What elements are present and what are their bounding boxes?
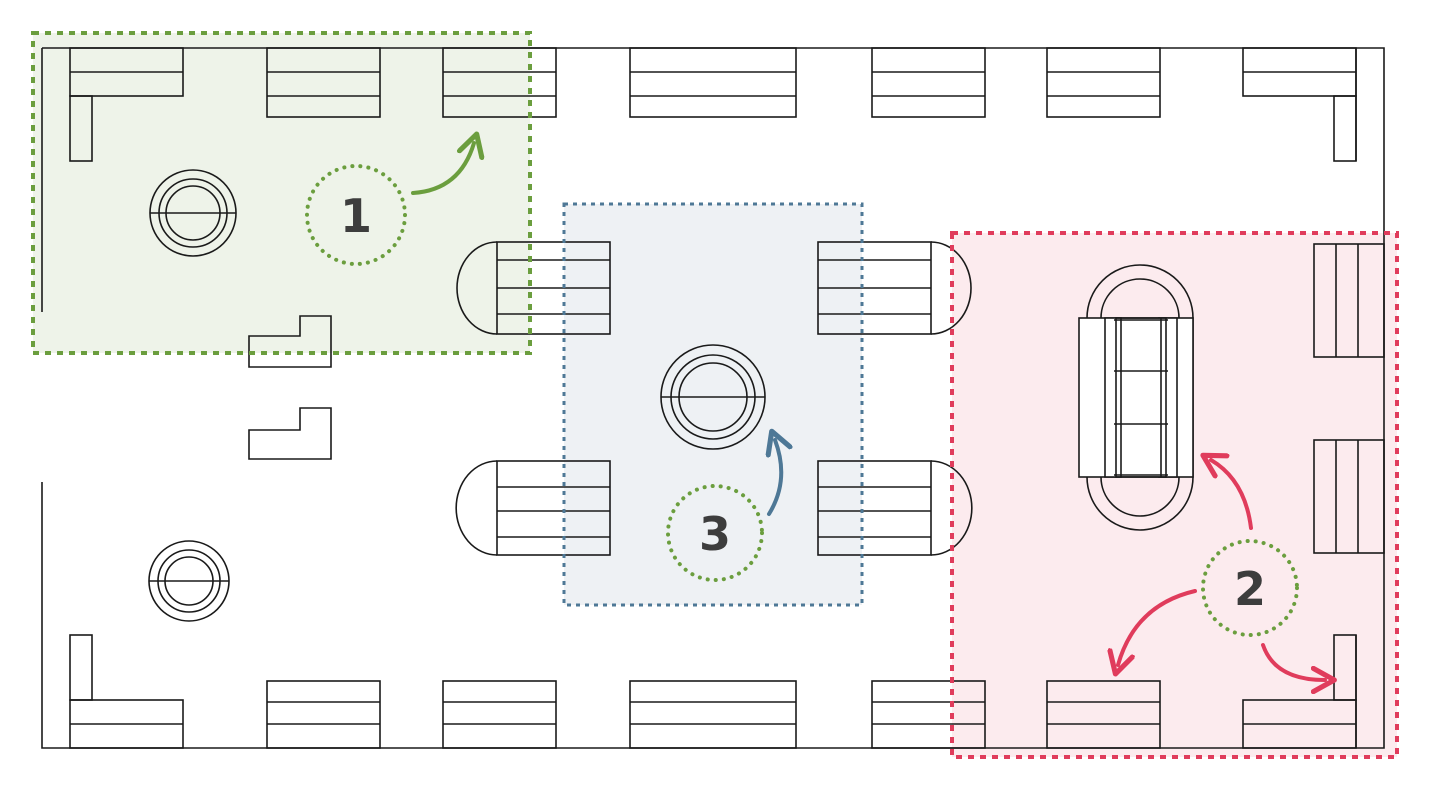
bench-row-top	[69, 47, 1357, 162]
bench-bottom-4	[871, 680, 986, 749]
bench-bottom-3	[629, 680, 797, 749]
corner-bench-bottom-left	[69, 634, 184, 749]
corner-bench-top-left	[69, 47, 184, 162]
bench-top-4	[871, 47, 986, 118]
zone-1-marker: 1	[305, 164, 407, 266]
zone-3-arrow	[769, 440, 781, 516]
step-stool-lower	[248, 407, 332, 460]
center-bench-bottom-left	[455, 460, 611, 556]
zone-2-label: 2	[1234, 562, 1266, 616]
round-table-lower-left	[148, 540, 230, 622]
step-stool-upper	[248, 315, 332, 368]
bench-top-3	[629, 47, 797, 118]
center-bench-bottom-right	[817, 460, 973, 556]
oval-table	[1078, 264, 1194, 531]
zone-3-label: 3	[699, 507, 731, 561]
bench-bottom-1	[266, 680, 381, 749]
round-table-upper-left	[149, 169, 237, 257]
zone-3-area	[564, 204, 862, 605]
center-bench-top-left	[456, 241, 611, 335]
corner-bench-top-right	[1242, 47, 1357, 162]
bench-right-2	[1313, 439, 1385, 554]
bench-top-5	[1046, 47, 1161, 118]
bench-bottom-5	[1046, 680, 1161, 749]
zone-1-label: 1	[340, 189, 372, 243]
zone-1-area	[33, 33, 530, 353]
zone-3-border	[562, 202, 864, 607]
corner-bench-bottom-right	[1242, 634, 1357, 749]
zone-2-arrow-up	[1211, 460, 1253, 530]
center-bench-top-right	[817, 241, 972, 335]
zone-3-marker: 3	[666, 484, 764, 582]
bench-top-1	[266, 47, 381, 118]
bench-top-2	[442, 47, 557, 118]
zone-1-arrow	[411, 143, 474, 195]
bench-right-1	[1313, 243, 1385, 358]
zone-2-marker: 2	[1201, 539, 1299, 637]
bench-column-right	[1313, 243, 1385, 554]
round-table-center	[660, 344, 766, 450]
bench-bottom-2	[442, 680, 557, 749]
zone-2-arrow-down-right	[1261, 643, 1325, 680]
zone-2-border	[950, 231, 1399, 759]
bench-row-bottom	[69, 634, 1357, 749]
zone-2-arrow-down-left	[1118, 589, 1197, 665]
